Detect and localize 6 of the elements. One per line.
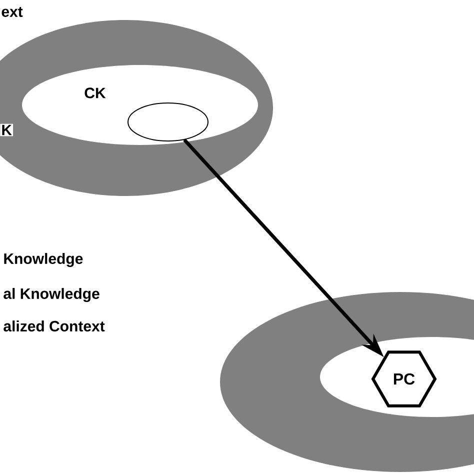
text-label: al Knowledge [4, 288, 100, 302]
text-label: alized Context [4, 320, 105, 332]
text-label: K [0, 124, 14, 136]
small-ellipse [128, 102, 208, 142]
text-label: Knowledge [4, 252, 83, 268]
text-label: ext [2, 7, 23, 17]
